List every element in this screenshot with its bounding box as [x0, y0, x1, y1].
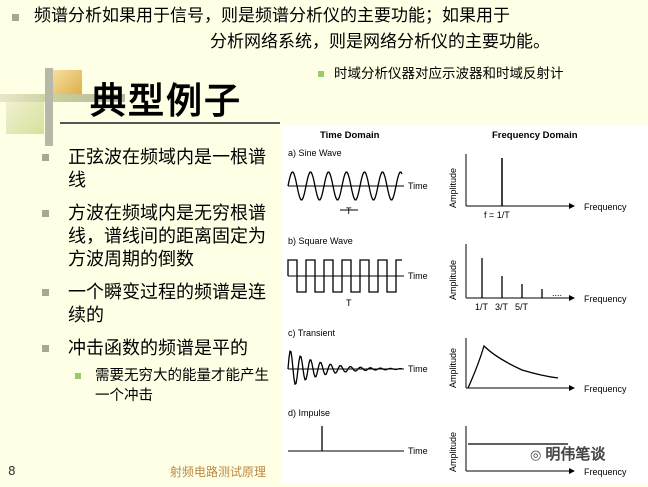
bullet-marker: [42, 210, 49, 217]
bullet-text: 方波在频域内是无穷根谱线，谱线间的距离固定为方波周期的倒数: [68, 203, 266, 270]
panel-label: d) Impulse: [288, 408, 330, 418]
freq-axis-label: Frequency: [584, 384, 627, 394]
panel-label: c) Transient: [288, 328, 336, 338]
header-line-2: 分析网络系统，则是网络分析仪的主要功能。: [210, 32, 550, 52]
freq-tick: 1/T: [475, 302, 489, 312]
time-frequency-figure: Time Domain Frequency Domain a) Sine Wav…: [282, 126, 648, 483]
amp-axis-label: Amplitude: [448, 260, 458, 300]
bullet-marker: [42, 345, 49, 352]
side-note-text: 时域分析仪器对应示波器和时域反射计: [334, 66, 564, 82]
time-axis-label: Time: [408, 271, 428, 281]
amp-axis-label: Amplitude: [448, 348, 458, 388]
freq-axis-label: Frequency: [584, 294, 627, 304]
continuous-spectrum: [467, 344, 559, 389]
panel-label: a) Sine Wave: [288, 148, 342, 158]
freq-label: f = 1/T: [484, 210, 510, 220]
bullet-item: 正弦波在频域内是一根谱线: [40, 146, 275, 192]
decor-bar-vertical: [45, 68, 53, 146]
decor-bar-horizontal: [0, 94, 125, 102]
bullet-text: 正弦波在频域内是一根谱线: [68, 147, 266, 191]
sub-bullet-marker: [75, 373, 81, 379]
bullet-text: 一个瞬变过程的频谱是连续的: [68, 282, 266, 326]
page-number: 8: [8, 464, 16, 478]
slide-title: 典型例子: [90, 81, 243, 122]
freq-tick: 5/T: [515, 302, 529, 312]
square-wave: [287, 259, 402, 293]
bullet-item: 方波在频域内是无穷根谱线，谱线间的距离固定为方波周期的倒数: [40, 202, 275, 271]
panel-label: b) Square Wave: [288, 236, 353, 246]
amp-axis-label: Amplitude: [448, 432, 458, 472]
watermark-text: 明伟笔谈: [545, 445, 606, 463]
decor-square-green: [6, 96, 44, 134]
bullet-marker: [42, 289, 49, 296]
amp-axis-label: Amplitude: [448, 168, 458, 208]
transient-wave: [287, 350, 403, 386]
bullet-list: 正弦波在频域内是一根谱线 方波在频域内是无穷根谱线，谱线间的距离固定为方波周期的…: [40, 146, 275, 406]
sine-wave: [287, 171, 403, 201]
period-label: T: [346, 298, 352, 308]
bullet-marker: [42, 154, 49, 161]
header-line-1: 频谱分析如果用于信号，则是频谱分析仪的主要功能；如果用于: [34, 6, 510, 26]
freq-tick: 3/T: [495, 302, 509, 312]
period-label: T: [346, 206, 352, 216]
watermark: ◎明伟笔谈: [530, 443, 605, 464]
sub-bullet-text: 需要无穷大的能量才能产生一个冲击: [95, 368, 269, 404]
freq-domain-heading: Frequency Domain: [492, 130, 578, 141]
bullet-item: 冲击函数的频谱是平的: [40, 337, 275, 360]
time-axis-label: Time: [408, 446, 428, 456]
figure-svg: Time Domain Frequency Domain a) Sine Wav…: [287, 130, 627, 477]
bullet-item: 一个瞬变过程的频谱是连续的: [40, 281, 275, 327]
header-bullet: [12, 14, 19, 21]
title-underline: [60, 122, 280, 124]
side-note: 时域分析仪器对应示波器和时域反射计: [318, 62, 564, 82]
sub-bullet-item: 需要无穷大的能量才能产生一个冲击: [40, 366, 275, 406]
time-domain-heading: Time Domain: [320, 130, 380, 141]
freq-axis-label: Frequency: [584, 467, 627, 477]
time-axis-label: Time: [408, 364, 428, 374]
side-note-bullet: [318, 71, 324, 77]
time-axis-label: Time: [408, 181, 428, 191]
freq-axis-label: Frequency: [584, 202, 627, 212]
footer-text: 射频电路测试原理: [170, 465, 267, 479]
bullet-text: 冲击函数的频谱是平的: [68, 338, 248, 359]
ellipsis: ....: [552, 288, 562, 298]
wechat-icon: ◎: [530, 448, 542, 463]
